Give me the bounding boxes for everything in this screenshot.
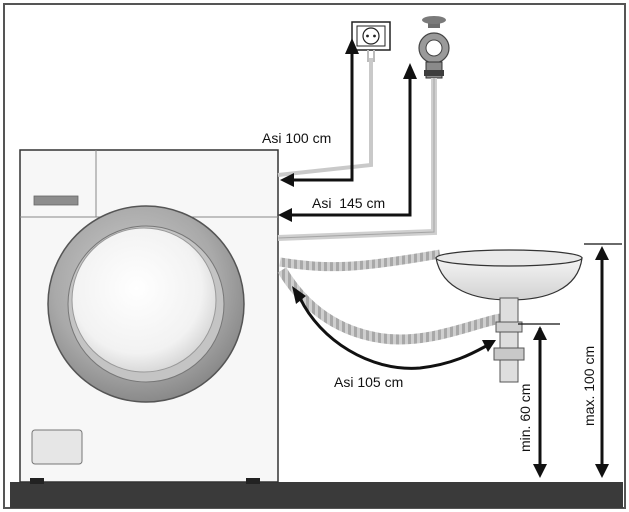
min-height-label: min. 60 cm	[517, 384, 533, 452]
tap-distance-label: Asi 145 cm	[312, 195, 385, 211]
plug-distance-label: Asi 100 cm	[262, 130, 331, 146]
floor	[10, 482, 623, 508]
drain-distance-label: Asi 105 cm	[334, 374, 403, 390]
power-socket-icon	[351, 21, 391, 62]
detergent-drawer	[33, 195, 79, 206]
drain-trap-icon	[493, 297, 525, 383]
max-height-label: max. 100 cm	[581, 346, 597, 426]
drain-hose-upper	[279, 249, 441, 272]
sink-icon	[435, 249, 583, 301]
arrow-heads	[278, 38, 609, 478]
tap-arrow	[288, 75, 412, 217]
plug-arrow	[290, 50, 354, 182]
power-cable	[277, 58, 373, 177]
dimension-arrows	[288, 50, 622, 474]
washing-machine-icon	[19, 149, 279, 484]
door-glass	[71, 227, 217, 373]
filter-cover	[31, 429, 83, 465]
drain-arrow	[298, 297, 489, 370]
water-tap-icon	[418, 16, 450, 79]
